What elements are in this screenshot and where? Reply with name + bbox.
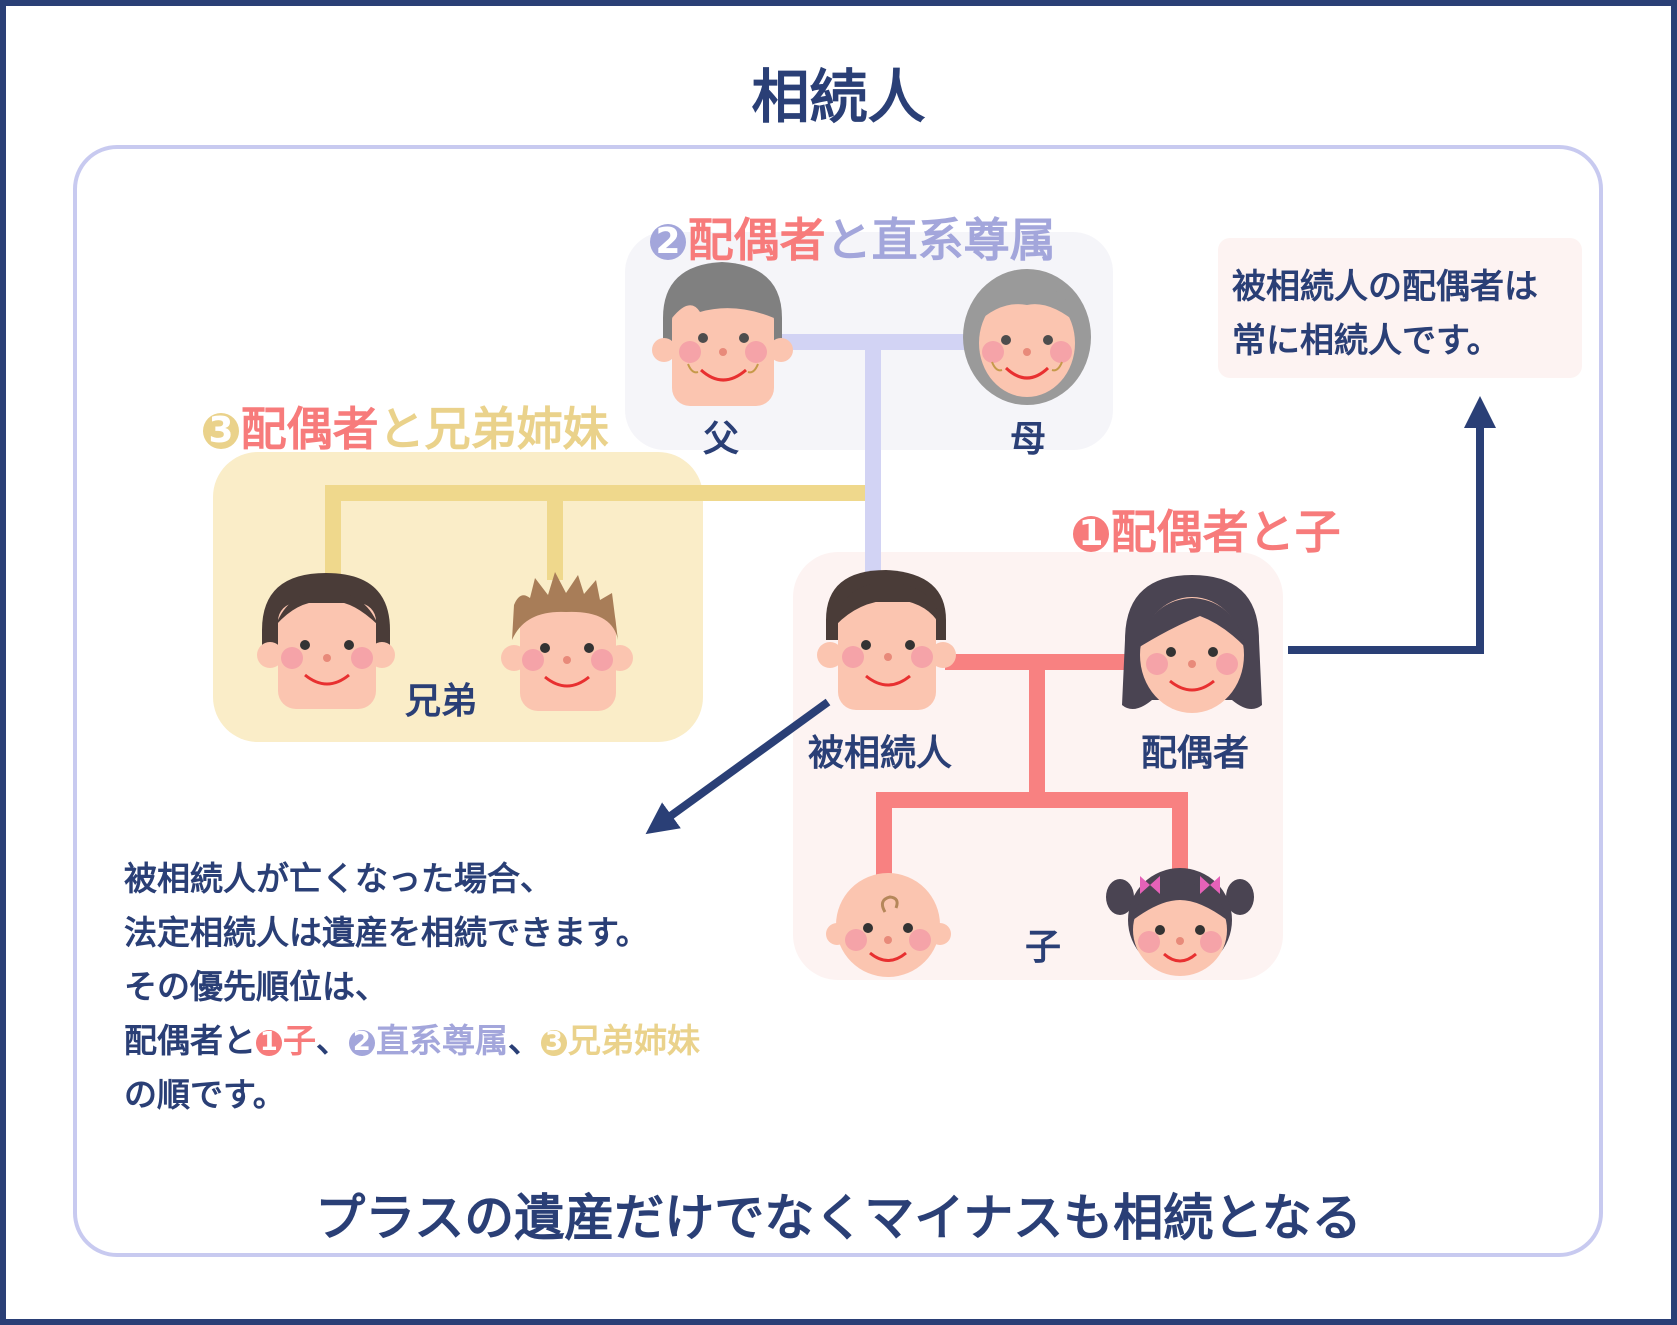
number-2-icon: 2: [349, 1029, 375, 1056]
number-3-icon: 3: [541, 1029, 567, 1056]
separator: 、: [508, 1021, 542, 1060]
number-1-icon: 1: [1073, 516, 1109, 553]
description: 被相続人が亡くなった場合、 法定相続人は遺産を相続できます。 その優先順位は、 …: [124, 852, 700, 1122]
group-relation-word: 兄弟姉妹: [424, 402, 609, 456]
number-1-icon: 1: [256, 1029, 282, 1056]
note-box: [1218, 238, 1582, 378]
girl-icon: [1106, 868, 1254, 976]
group-conj-word: と: [1248, 505, 1295, 559]
baby-icon: [826, 873, 951, 977]
children-label: 子: [1025, 927, 1062, 968]
page-title: 相続人: [751, 63, 926, 131]
group-relation-word: 子: [1294, 505, 1341, 559]
group-conj-word: と: [825, 213, 872, 267]
father-icon: [652, 262, 793, 406]
description-line-2: 法定相続人は遺産を相続できます。: [124, 913, 649, 952]
mother-label: 母: [1010, 419, 1047, 460]
description-arrow: [645, 698, 831, 835]
spouse-icon: [1122, 575, 1262, 713]
note-line-2: 常に相続人です。: [1232, 321, 1501, 361]
separator: 、: [316, 1021, 350, 1060]
sibling-2-icon: [501, 572, 633, 711]
number-2-icon: 2: [650, 224, 686, 261]
group-spouse-word: 配偶者: [687, 213, 826, 267]
description-prefix: 配偶者と: [124, 1021, 256, 1060]
mother-icon: [963, 269, 1091, 405]
content-panel: [73, 145, 1603, 1257]
priority-1-text: 子: [283, 1021, 317, 1060]
ascendant-lines: [780, 334, 970, 585]
deceased-label: 被相続人: [808, 733, 953, 774]
description-line-5: の順です。: [124, 1075, 286, 1114]
group-spouse-word: 配偶者: [1110, 505, 1249, 559]
siblings-label: 兄弟: [405, 681, 478, 722]
group-conj-word: と: [378, 402, 425, 456]
note-arrow: [1288, 396, 1496, 654]
number-3-icon: 3: [203, 413, 239, 450]
description-line-1: 被相続人が亡くなった場合、: [124, 859, 553, 898]
group-spouse-word: 配偶者: [240, 402, 379, 456]
priority-2-text: 直系尊属: [376, 1021, 509, 1060]
spouse-note: 被相続人の配偶者は 常に相続人です。: [1232, 260, 1538, 368]
group-relation-word: 直系尊属: [871, 213, 1056, 267]
bottom-caption: プラスの遺産だけでなくマイナスも相続となる: [315, 1189, 1362, 1247]
sibling-1-icon: [257, 573, 395, 709]
family-lines: [876, 654, 1188, 885]
sibling-lines: [325, 485, 865, 580]
priority-3-text: 兄弟姉妹: [568, 1021, 701, 1060]
spouse-label: 配偶者: [1141, 733, 1250, 774]
deceased-icon: [817, 570, 956, 710]
note-line-1: 被相続人の配偶者は: [1232, 267, 1538, 307]
father-label: 父: [703, 419, 740, 460]
description-line-3: その優先順位は、: [124, 967, 388, 1006]
